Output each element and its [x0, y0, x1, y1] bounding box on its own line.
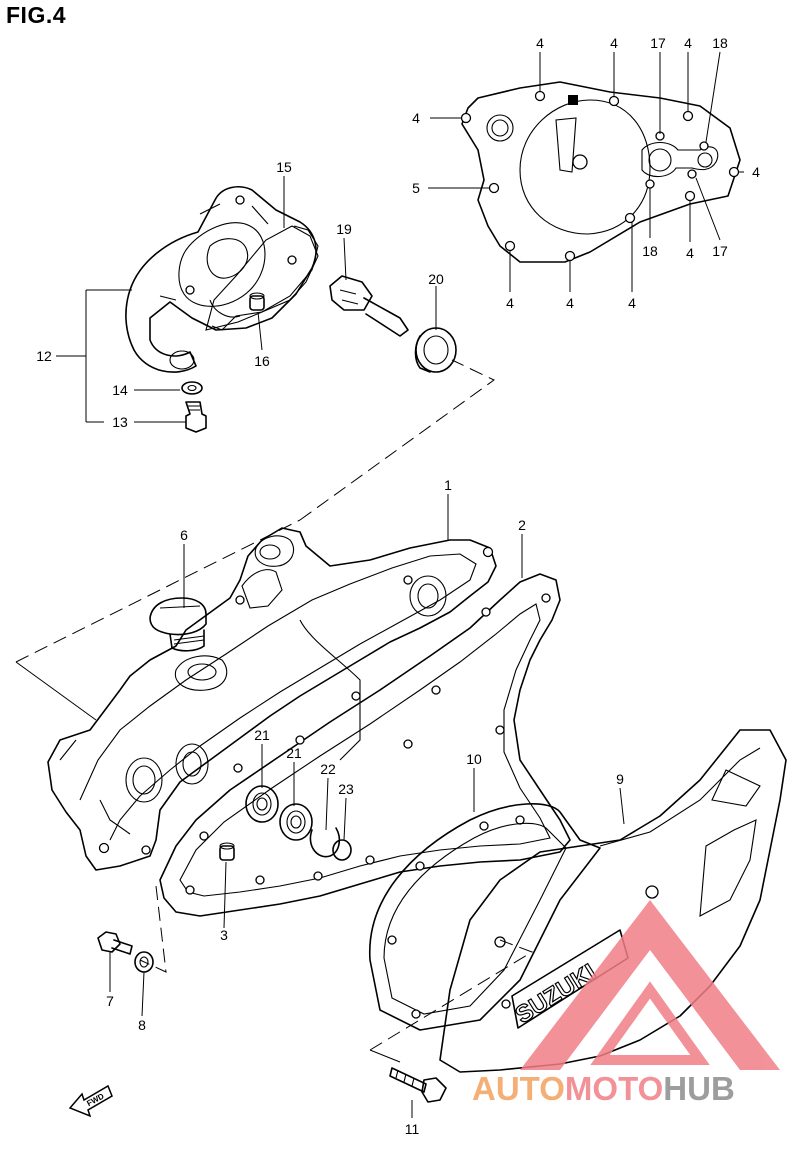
callout-21: 21	[254, 727, 270, 743]
callout-19: 19	[336, 221, 352, 237]
callout-16: 16	[254, 353, 270, 369]
callout-4: 4	[752, 164, 760, 180]
o-ring-23-part	[332, 839, 352, 861]
callout-17: 17	[712, 243, 728, 259]
gasket-10-part	[369, 803, 601, 1031]
watermark-triangle-icon	[520, 900, 780, 1070]
outer-cover-part	[460, 81, 741, 263]
callout-10: 10	[466, 751, 482, 767]
leader-lines	[15, 51, 744, 1118]
watermark-hub: HUB	[663, 1070, 735, 1107]
bearing-21a-part	[245, 785, 279, 823]
oil-filler-cap-6-part	[149, 597, 207, 652]
callout-4: 4	[536, 35, 544, 51]
callout-20: 20	[428, 271, 444, 287]
callout-17: 17	[650, 35, 666, 51]
crankcase-cover-1-part	[47, 527, 497, 871]
callout-labels: 4 4 17 4 18 4 4 5 18 4 17 4 4 4 15 19 20…	[36, 35, 760, 1137]
watermark-moto: MOTO	[565, 1070, 663, 1107]
oil-seal-20-part	[414, 327, 457, 373]
callout-23: 23	[338, 781, 354, 797]
impeller-shaft-19-part	[329, 275, 409, 337]
callout-14: 14	[112, 382, 128, 398]
figure-title: FIG.4	[6, 2, 67, 28]
watermark: AUTOMOTOHUB	[472, 900, 780, 1107]
circlip-22-part	[309, 827, 341, 858]
dowel-pin-16-part	[249, 292, 265, 311]
callout-18: 18	[642, 243, 658, 259]
callout-4: 4	[628, 295, 636, 311]
callout-7: 7	[106, 993, 114, 1009]
bolt-7-part	[97, 931, 133, 955]
callout-21: 21	[286, 745, 302, 761]
fwd-arrow-icon: FWD	[68, 1084, 113, 1118]
callout-6: 6	[180, 527, 188, 543]
watermark-auto: AUTO	[472, 1070, 565, 1107]
water-pump-cover-part	[125, 186, 319, 373]
bolt-13-part	[185, 401, 207, 433]
washer-14-part	[181, 381, 203, 395]
callout-18: 18	[712, 35, 728, 51]
dowel-pin-3-part	[219, 842, 235, 861]
callout-4: 4	[686, 245, 694, 261]
callout-3: 3	[220, 927, 228, 943]
callout-4: 4	[566, 295, 574, 311]
callout-12: 12	[36, 348, 52, 364]
watermark-text: AUTOMOTOHUB	[472, 1070, 735, 1107]
callout-5: 5	[412, 180, 420, 196]
bolt-11-part	[389, 1067, 447, 1103]
callout-8: 8	[138, 1017, 146, 1033]
callout-15: 15	[276, 159, 292, 175]
callout-1: 1	[444, 477, 452, 493]
callout-4: 4	[506, 295, 514, 311]
bearing-21b-part	[279, 803, 313, 841]
callout-2: 2	[518, 517, 526, 533]
gasket-2-part	[159, 573, 571, 917]
callout-4: 4	[610, 35, 618, 51]
callout-9: 9	[616, 771, 624, 787]
callout-4: 4	[412, 110, 420, 126]
callout-22: 22	[320, 761, 336, 777]
callout-13: 13	[112, 414, 128, 430]
callout-11: 11	[405, 1121, 420, 1137]
callout-4: 4	[684, 35, 692, 51]
